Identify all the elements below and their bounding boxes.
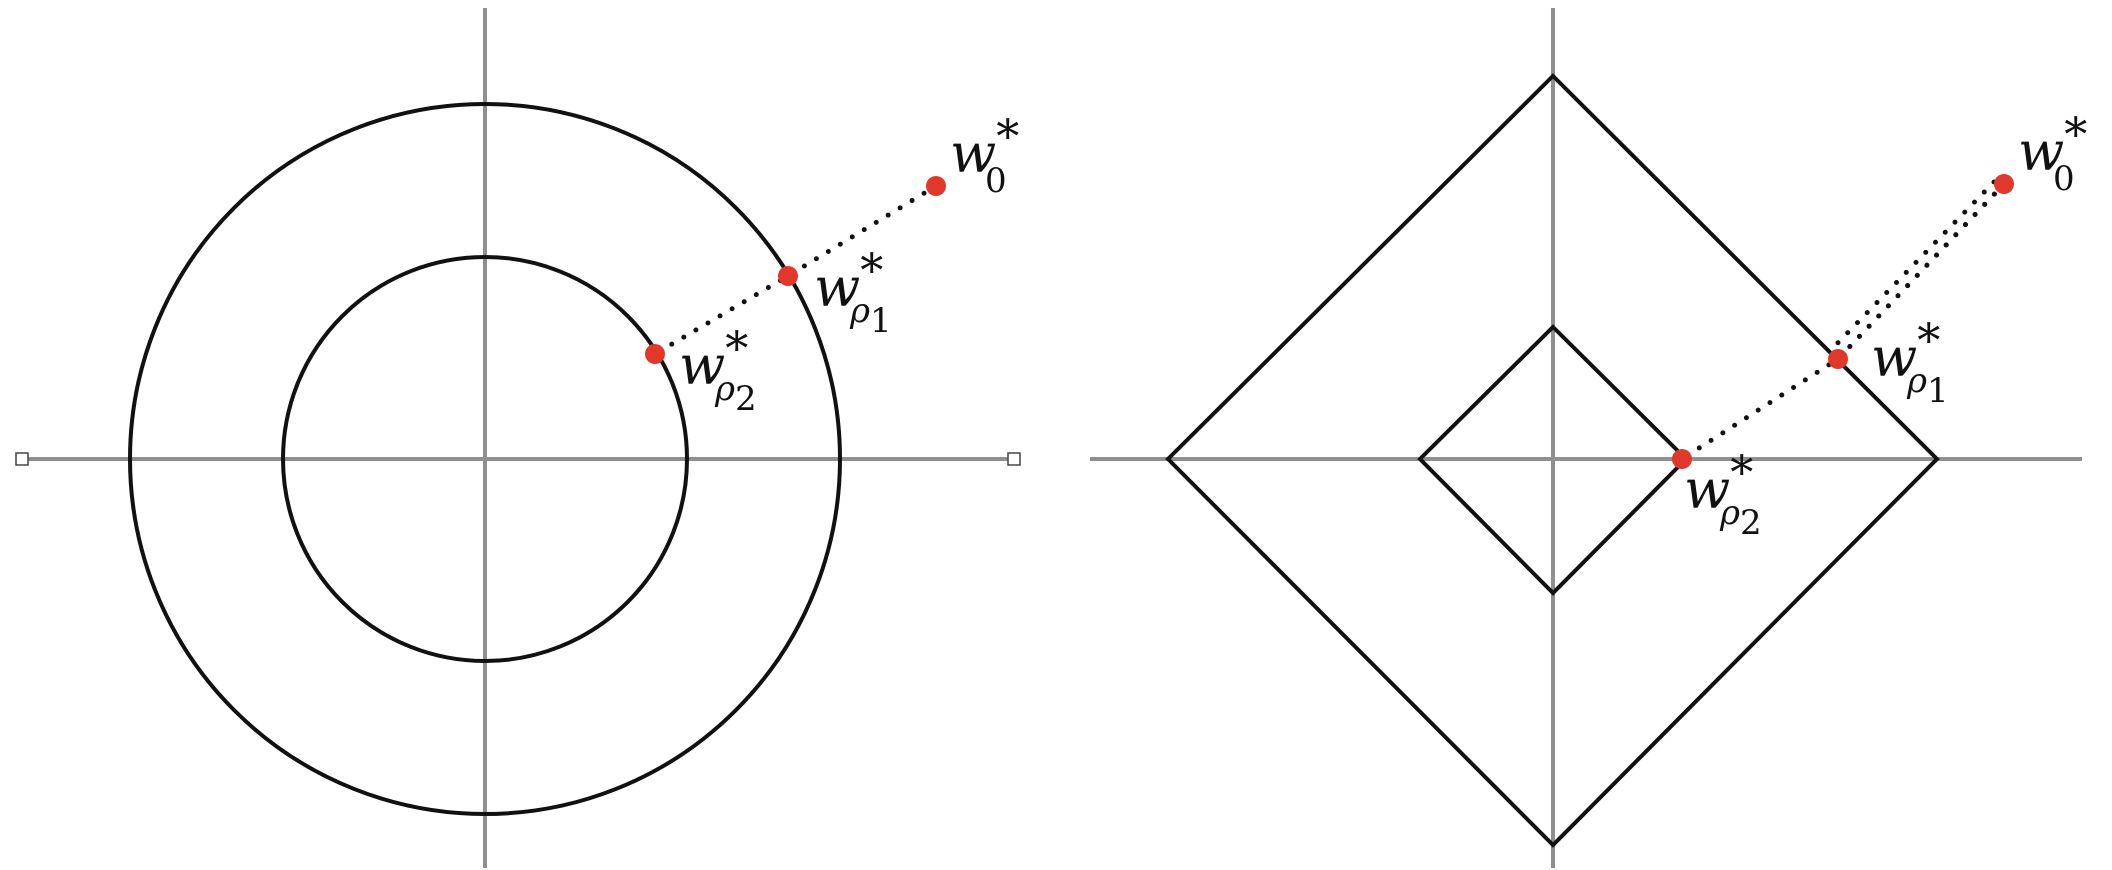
point-w0-right — [1994, 174, 2014, 194]
shrinkage-path-right-a — [1679, 181, 2007, 462]
point-w0-left — [926, 176, 946, 196]
point-w-rho2-left — [645, 344, 665, 364]
label-w0-left: w*0 — [950, 109, 1019, 201]
label-w-rho2-left: w*ρ2 — [679, 321, 757, 419]
left-panel-circles: w*0 w*ρ1 w*ρ2 — [15, 8, 1021, 868]
label-w-rho2-right: w*ρ2 — [1684, 445, 1762, 543]
shrinkage-path-left — [652, 183, 939, 357]
inner-circle — [281, 255, 689, 663]
point-w-rho1-right — [1828, 349, 1848, 369]
right-panel-diamonds: w*0 w*ρ1 w*ρ2 — [1090, 8, 2087, 868]
left-axis-handle-start[interactable] — [15, 452, 29, 466]
left-axis-handle-end[interactable] — [1007, 452, 1021, 466]
inner-diamond — [1417, 324, 1689, 596]
point-w-rho2-right — [1672, 449, 1692, 469]
outer-diamond — [1165, 73, 1940, 848]
point-w-rho1-left — [778, 266, 798, 286]
label-w-rho1-right: w*ρ1 — [1871, 313, 1949, 411]
label-w-rho1-left: w*ρ1 — [814, 243, 892, 341]
shrinkage-path-right-c — [1826, 179, 1997, 355]
outer-circle — [128, 102, 842, 816]
label-w0-right: w*0 — [2018, 107, 2087, 199]
shrinkage-path-right-b — [1835, 181, 2007, 362]
